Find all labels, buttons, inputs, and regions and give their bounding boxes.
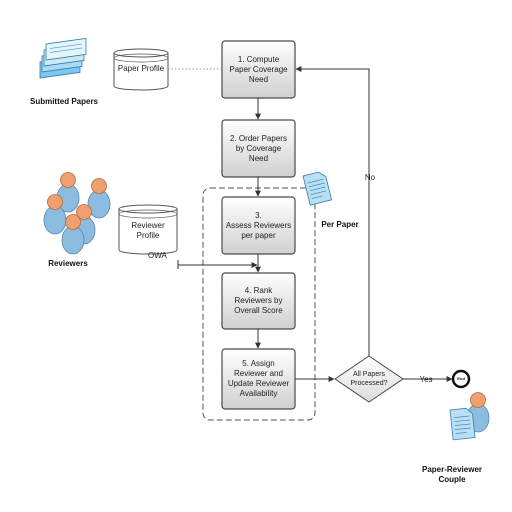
arrow-no-loop <box>295 66 370 356</box>
decision-no-label: No <box>364 173 376 182</box>
end-terminator-icon <box>451 369 471 389</box>
paper-reviewer-couple-icon <box>449 392 490 441</box>
owa-label: OWA <box>148 251 167 260</box>
paper-profile-database-icon <box>113 48 169 91</box>
submitted-papers-label: Submitted Papers <box>29 97 98 106</box>
step-5-label: 5. Assign Reviewer and Update Reviewer A… <box>227 359 290 398</box>
end-label: End <box>457 376 465 381</box>
paper-reviewer-couple-label: Paper-Reviewer Couple <box>421 465 483 484</box>
per-paper-label: Per Paper <box>321 220 359 229</box>
reviewers-group-icon <box>43 172 111 255</box>
reviewers-label: Reviewers <box>48 259 88 268</box>
decision-diamond[interactable] <box>334 355 404 403</box>
per-paper-region <box>202 187 316 421</box>
reviewer-profile-database-icon <box>118 204 178 255</box>
submitted-papers-icon <box>39 37 87 79</box>
step-4-label: 4. Rank Reviewers by Overall Score <box>234 286 283 315</box>
per-paper-document-icon <box>302 170 333 206</box>
step-1-label: 1. Compute Paper Coverage Need <box>229 54 288 84</box>
decision-label: All Papers Processed? <box>350 371 388 387</box>
reviewer-profile-label: Reviewer Profile <box>131 221 165 240</box>
paper-profile-label: Paper Profile <box>117 64 165 73</box>
step-3-label: 3. Assess Reviewers per paper <box>225 210 292 240</box>
step-2-label: 2. Order Papers by Coverage Need <box>230 133 287 163</box>
decision-yes-label: Yes <box>419 375 433 384</box>
